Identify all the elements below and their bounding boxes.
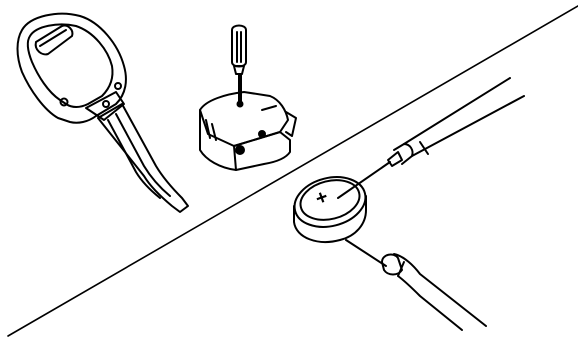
coin-battery-icon: + [289,170,370,242]
key-head-rivet [115,83,121,89]
probe-icon [338,78,524,198]
key-blade-groove [116,114,170,196]
divider-line [8,6,578,336]
housing-screw [236,146,244,154]
transmitter-housing-icon [200,92,296,170]
probe-icon [346,240,486,330]
probe-tip [388,152,402,166]
housing-ridge [262,106,276,110]
probe-body [398,276,462,330]
probe-needle [346,240,386,266]
housing-top [200,92,288,146]
housing-screw [238,102,243,107]
housing-screw [259,131,265,137]
probe-body [394,254,486,326]
key-blade-icon [18,14,189,212]
housing-side [200,110,236,170]
key-shoulder-hole [103,101,109,107]
battery-polarity-mark: + [313,186,332,211]
key-blade [98,104,188,212]
screwdriver-handle [232,26,246,67]
